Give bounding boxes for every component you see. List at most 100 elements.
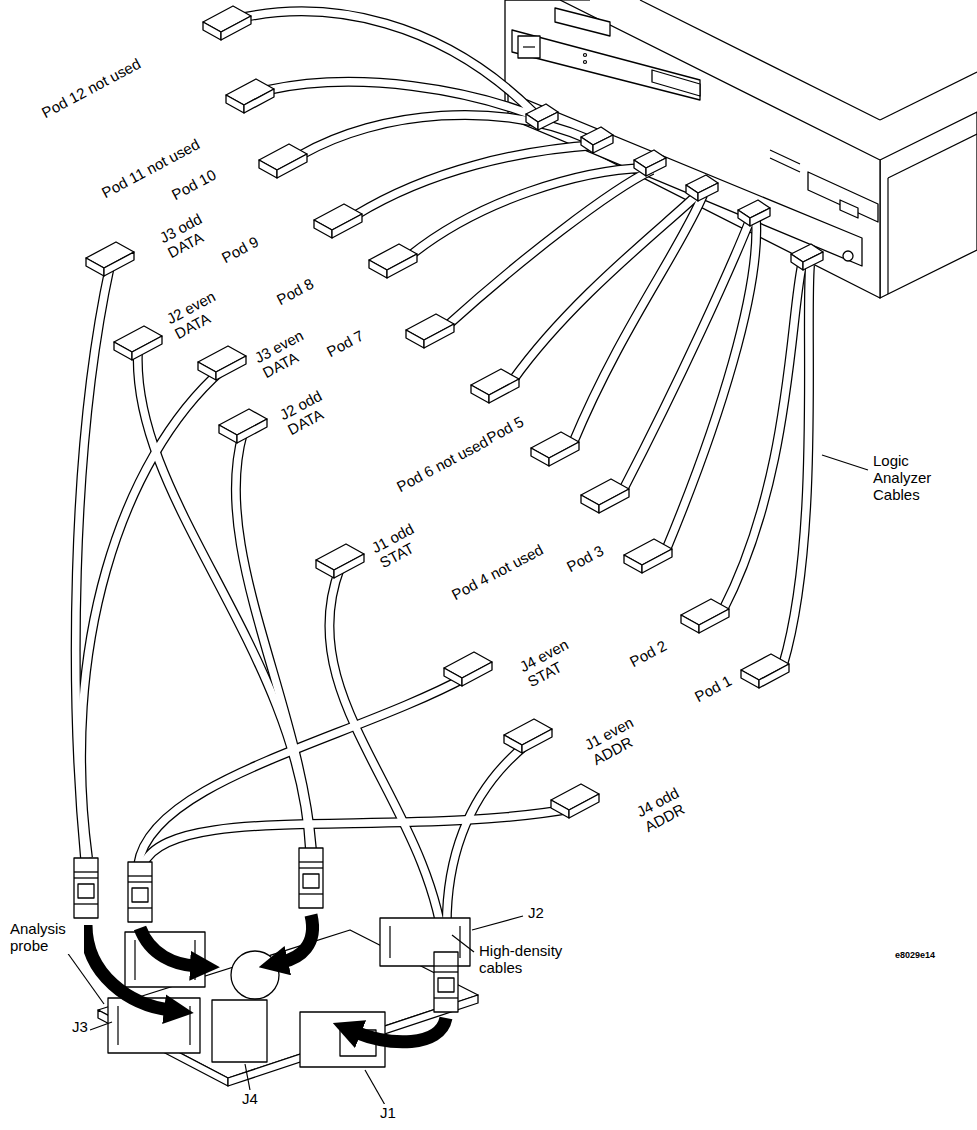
pod-connector [634,150,666,176]
cable-end-connector [406,314,454,348]
probe-plug [74,848,458,1012]
cable-end-connector [259,144,307,178]
logic-analyzer-mainframe [808,172,878,222]
probe-plug [299,848,323,908]
insertion-arrow [86,915,446,1042]
ribbon-cable [245,12,533,112]
cable-label: Pod 9 [217,232,263,267]
ribbon-cable [143,808,575,865]
cable-label: J1 even ADDR [580,705,660,769]
cable-label: J1 odd STAT [367,513,438,572]
cable-end-connector [86,242,134,276]
cable-label: J2 odd DATA [275,380,346,439]
ribbon-cable [411,168,645,255]
cable-label: Pod 2 [625,636,671,671]
cable-label: Pod 7 [322,326,368,361]
pod-connector [526,104,558,130]
leader-line [452,935,474,952]
probe-plug [128,862,152,922]
analysis-probe [117,1006,118,1045]
ribbon-cable [723,265,802,610]
ribbon-cable [783,265,810,665]
cable-end-connector [444,652,492,686]
logic-analyzer-mainframe [584,54,587,57]
leader-line [245,1064,250,1090]
insertion-arrow [140,928,196,966]
ribbon-cable [329,568,445,955]
cable-label: Pod 3 [562,541,608,576]
callout-label: Logic Analyzer Cables [871,452,957,503]
cable-end-connector [471,369,519,403]
cable-end-connector [316,544,364,578]
logic-analyzer-mainframe [555,8,610,36]
logic-analyzer-mainframe [640,0,880,120]
leader-line [64,948,104,1004]
cable-end-connector [86,242,599,818]
callout-label: Analysis probe [8,920,84,954]
cable-end-connector [581,479,629,513]
logic-analyzer-mainframe [770,150,800,164]
logic-analyzer-mainframe [880,72,977,120]
probe-plug [74,858,98,918]
ribbon-cable [513,195,697,380]
ribbon-cable [513,195,697,380]
ribbon-cable [76,12,810,955]
logic-analyzer-mainframe [843,251,853,261]
ribbon-cable [448,170,652,325]
analysis-probe [189,1006,190,1045]
logic-analyzer-mainframe [652,70,700,96]
logic-analyzer-mainframe [888,134,977,178]
figure-id: e8029e14 [893,950,937,961]
cable-label: J3 even DATA [250,318,330,382]
analysis-probe [212,1000,267,1062]
cable-label: Pod 5 [482,412,528,447]
ribbon-cable [573,195,703,443]
cable-label: Pod 6 not used [392,432,493,496]
leader-line [822,455,868,470]
cable-end-connector [203,6,251,40]
cable-label: J4 even STAT [515,627,595,691]
callout-label: High-density cables [477,942,581,976]
logic-analyzer-mainframe [770,158,800,172]
ribbon-cable [236,433,312,850]
logic-analyzer-mainframe [523,46,535,47]
ribbon-cable [329,568,445,955]
logic-analyzer-mainframe [584,61,587,64]
logic-analyzer-mainframe [560,0,590,1]
connector-name: J3 [70,1018,90,1035]
cable-end-connector [226,79,274,113]
cable-end-connector [203,6,789,688]
cable-label: J2 even DATA [162,279,242,343]
ribbon-cable [143,808,575,865]
logic-analyzer-mainframe [518,36,540,58]
cable-end-connector [741,654,789,688]
cable-end-connector [219,409,267,443]
analysis-probe [231,951,279,999]
ribbon-cable [411,168,645,255]
cable-end-connector [369,244,417,278]
analysis-probe [134,940,135,980]
analysis-probe [389,926,390,958]
connector-name: J4 [240,1090,260,1107]
cable-end-connector [681,599,729,633]
cable-label: J4 odd ADDR [632,777,703,836]
ribbon-cable [723,265,802,610]
cable-end-connector [314,204,362,238]
probe-plug [434,952,458,1012]
pod-connector [581,127,613,153]
cable-label: Pod 8 [272,274,318,309]
cable-end-connector [198,346,246,380]
cable-label: Pod 10 [167,165,220,204]
ribbon-cable [448,170,652,325]
cable-label: J3 odd DATA [155,203,226,262]
logic-analyzer-mainframe [512,30,700,100]
pod-connector [738,200,770,226]
leader-line [472,916,523,930]
connector-name: J1 [378,1104,398,1121]
logic-analyzer-mainframe [840,200,858,218]
ribbon-cable [623,220,750,490]
cable-end-connector [551,784,599,818]
pod-connector [791,244,823,270]
cable-label: Pod 12 not used [37,54,145,122]
